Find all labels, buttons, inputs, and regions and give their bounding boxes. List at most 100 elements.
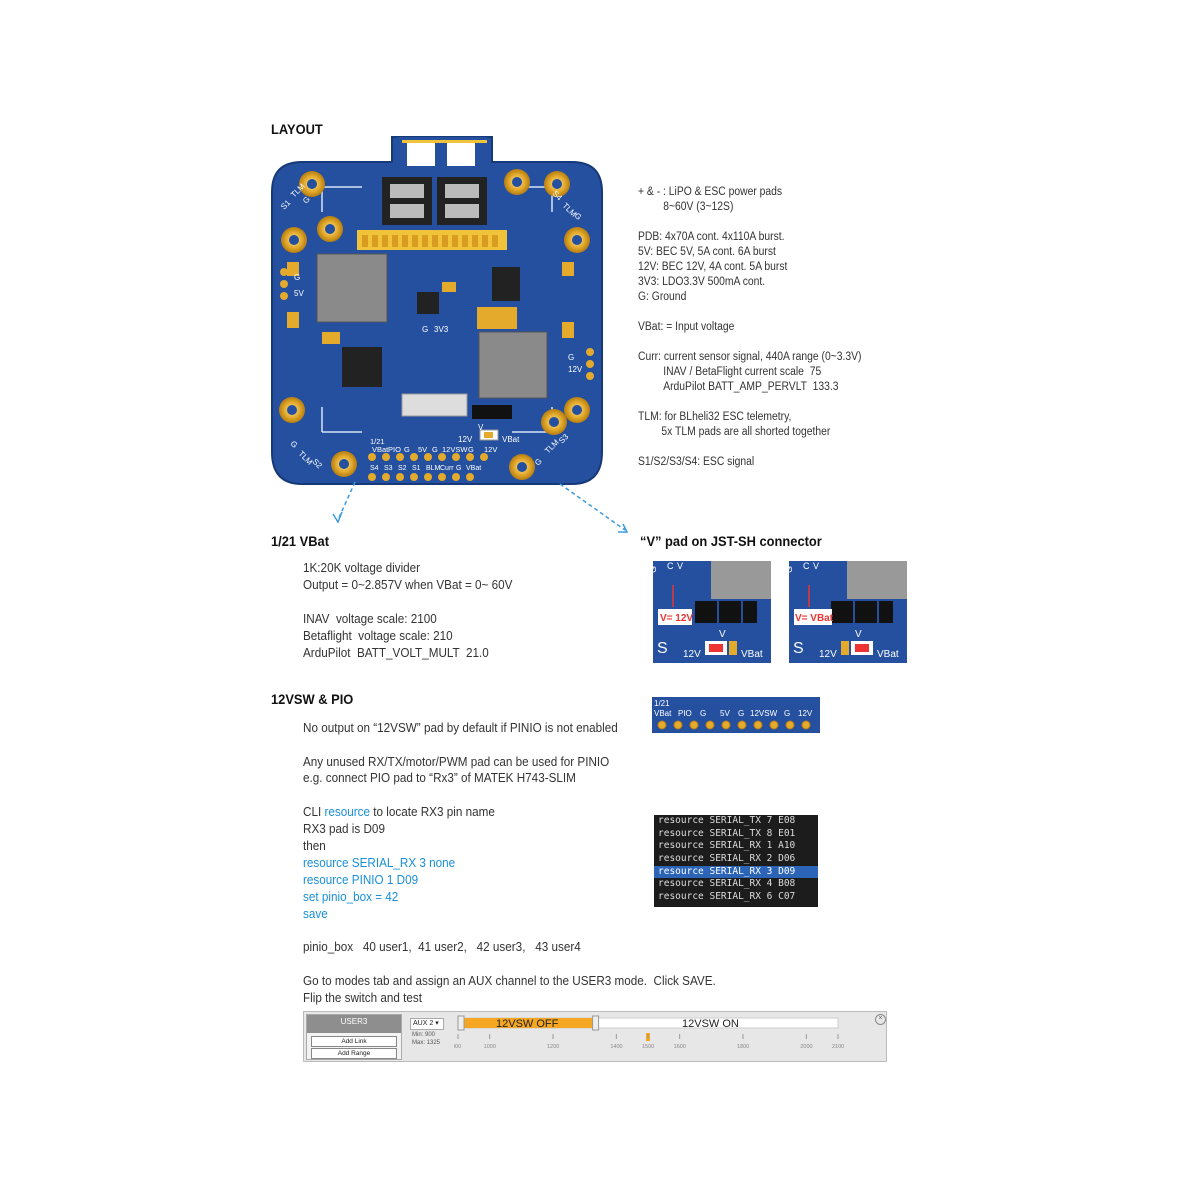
pad-label: G [422, 325, 428, 334]
strip-pad-label: 12V [798, 709, 813, 718]
pio-line2: Any unused RX/TX/motor/PWM pad can be us… [303, 754, 610, 769]
svg-text:V: V [677, 561, 683, 571]
spec-line: 8~60V (3~12S) [663, 201, 734, 213]
board-pad-label: S3 [384, 465, 393, 472]
svg-text:C: C [803, 561, 810, 571]
spec-line: Curr: current sensor signal, 440A range … [638, 351, 862, 363]
plus-pad [447, 142, 475, 166]
pio-line1: No output on “12VSW” pad by default if P… [303, 720, 618, 735]
pad-label: G [533, 457, 544, 468]
close-icon[interactable]: × [875, 1014, 886, 1025]
add-range-button[interactable]: Add Range [311, 1048, 397, 1059]
cmd-line: save [303, 906, 328, 921]
v-pad-photo-left: V= 12V G C V S 12V VBat V [653, 561, 771, 663]
slider-tick-label: 1800 [737, 1044, 749, 1050]
board-pad-label: G [432, 445, 438, 454]
svg-text:S: S [793, 640, 804, 657]
strip-pad-label: 1/21 [654, 699, 670, 708]
min-label: Min: 900 [412, 1032, 436, 1038]
mode-box: USER3 Add Link Add Range [306, 1014, 402, 1060]
svg-text:G: G [784, 566, 794, 573]
pad-label: 12V [458, 435, 473, 444]
pad-label: G [573, 211, 584, 222]
slider-tick-label: 2100 [832, 1044, 844, 1050]
svg-text:G: G [653, 566, 658, 573]
cmd-line: resource PINIO 1 D09 [303, 872, 419, 887]
spec-line [638, 215, 862, 230]
arrow-to-jst [559, 483, 626, 531]
svg-text:12V: 12V [819, 649, 837, 660]
inductor-right [478, 331, 548, 399]
slider-tick-label: 1500 [642, 1044, 654, 1050]
slider-tick-label: 1400 [610, 1044, 622, 1050]
svg-text:C: C [667, 561, 674, 571]
slider-tick-label: 1200 [547, 1044, 559, 1050]
pad-label: G [568, 353, 574, 362]
specs-text: + & - : LiPO & ESC power pads 8~60V (3~12… [638, 185, 886, 470]
terminal-row: resource SERIAL_TX 7 E08 [658, 815, 796, 826]
board-pad-label: 1/21 [370, 437, 385, 446]
chevron-down-icon: ▾ [435, 1020, 439, 1027]
cmd-line: set pinio_box = 42 [303, 889, 399, 904]
spec-line [638, 395, 862, 410]
layout-heading: LAYOUT [271, 121, 323, 137]
pad-label: G [294, 273, 300, 282]
then-line: then [303, 838, 326, 853]
pio-line3: e.g. connect PIO pad to “Rx3” of MATEK H… [303, 770, 576, 785]
pinio-box-line: pinio_box 40 user1, 41 user2, 42 user3, … [303, 939, 581, 954]
spec-line: ArduPilot BATT_AMP_PERVLT 133.3 [663, 381, 839, 393]
pad-label: V [478, 423, 484, 432]
terminal-row: resource SERIAL_TX 8 E01 [658, 827, 796, 839]
aux-select[interactable]: AUX 2 ▾ [410, 1018, 444, 1030]
goto-line1: Go to modes tab and assign an AUX channe… [303, 973, 716, 988]
board-pad-label: VBat [372, 445, 389, 454]
v-pad-photo-right: V= VBat G C V S 12V VBat V [784, 561, 907, 663]
jst-connector [401, 393, 468, 417]
v-pad-photos: V= 12V G C V S 12V VBat V V= VBat G C V … [653, 561, 907, 663]
spec-line: PDB: 4x70A cont. 4x110A burst. [638, 231, 785, 243]
callout-arrows [332, 481, 629, 533]
add-link-button[interactable]: Add Link [311, 1036, 397, 1047]
vbat-line: ArduPilot BATT_VOLT_MULT 21.0 [303, 645, 489, 660]
modes-panel: USER3 Add Link Add Range AUX 2 ▾ Min: 90… [303, 1011, 887, 1062]
rx3-line: RX3 pad is D09 [303, 821, 385, 836]
svg-text:VBat: VBat [877, 649, 899, 660]
spec-line: TLM: for BLheli32 ESC telemetry, [638, 411, 792, 423]
board-pad-label: VBat [466, 465, 481, 472]
board-pad-label: BLM [426, 465, 441, 472]
spec-line: G: Ground [638, 291, 687, 303]
range-slider[interactable]: 12VSW OFF 12VSW ON 900100012001400150016… [454, 1012, 874, 1061]
mode-name: USER3 [307, 1015, 401, 1033]
slider-tick-label: 1000 [484, 1044, 496, 1050]
range-handle-min [457, 1015, 465, 1031]
goto-line2: Flip the switch and test [303, 990, 423, 1005]
vbat-line: INAV voltage scale: 2100 [303, 611, 437, 626]
vbat-line: Output = 0~2.857V when VBat = 0~ 60V [303, 577, 513, 592]
spec-line: + & - : LiPO & ESC power pads [638, 186, 783, 198]
board-pad-label: G [468, 445, 474, 454]
vbat-heading: 1/21 VBat [271, 533, 330, 549]
strip-pad-label: G [700, 709, 706, 718]
on-label: 12VSW ON [682, 1018, 739, 1030]
board-pad-label: S2 [398, 465, 407, 472]
slider-tick-label: 2000 [800, 1044, 812, 1050]
spec-line [638, 305, 862, 320]
spec-line: 12V: BEC 12V, 4A cont. 5A burst [638, 261, 788, 273]
vpad-heading: “V” pad on JST-SH connector [640, 533, 822, 549]
svg-text:V: V [855, 629, 862, 640]
vbat-callout: V= VBat [795, 613, 834, 624]
spec-line: 5x TLM pads are all shorted together [661, 426, 831, 438]
pio-heading: 12VSW & PIO [271, 691, 354, 707]
terminal-row: resource SERIAL_RX 3 D09 [654, 865, 818, 879]
range-handle-max [592, 1015, 600, 1031]
board-pad-label: 12VSW [442, 445, 468, 454]
fc-board-diagram: S1 TLM G S4 TLM G G 5V G 12V G TLM S2 S3… [271, 136, 603, 485]
terminal-row: resource SERIAL_RX 2 D06 [658, 853, 796, 865]
pad-label: 3V3 [434, 325, 449, 334]
minus-pad [407, 142, 435, 166]
board-pad-label: S1 [412, 465, 421, 472]
board-pad-label: 12V [484, 445, 497, 454]
cli-command: resource [324, 804, 370, 819]
